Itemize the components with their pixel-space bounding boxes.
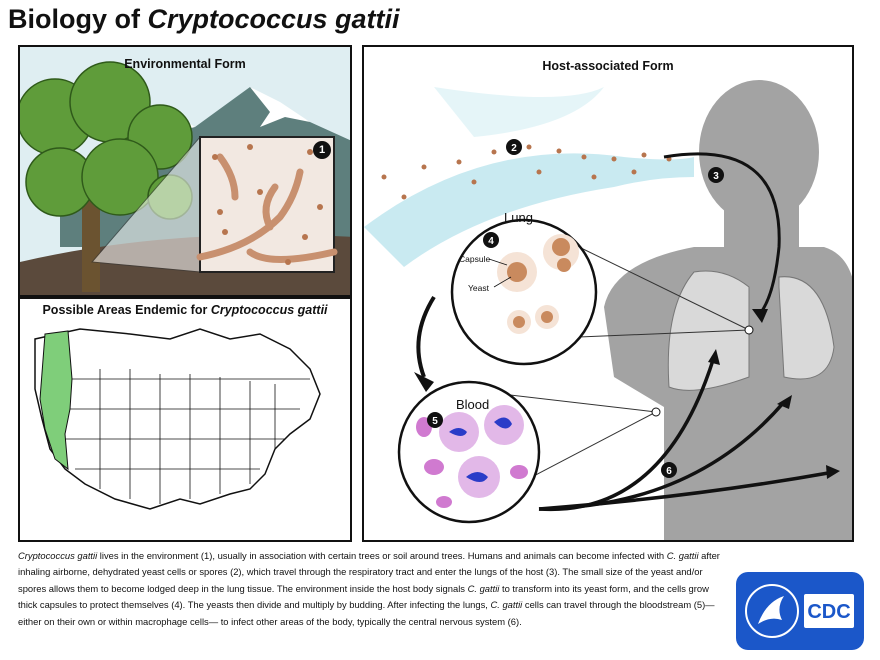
cdc-logo-text: CDC xyxy=(807,601,850,623)
map-title: Possible Areas Endemic for Cryptococcus … xyxy=(42,303,328,317)
caption-text: Cryptococcus gattii lives in the environ… xyxy=(18,550,720,627)
yeast-label: Yeast xyxy=(468,283,490,293)
airborne-spores xyxy=(381,144,672,200)
state-borders xyxy=(65,369,310,504)
cdc-logo: CDC xyxy=(736,572,864,650)
title-prefix: Biology of xyxy=(8,4,148,34)
airflow-stream xyxy=(364,153,694,267)
svg-text:6: 6 xyxy=(666,466,672,477)
step-4-badge: 4 xyxy=(483,232,499,248)
step-5-badge: 5 xyxy=(427,412,443,428)
dissemination-arrows xyxy=(538,356,835,512)
north-america-map xyxy=(34,328,321,510)
title-species: Cryptococcus gattii xyxy=(147,4,400,34)
capsule-label: Capsule xyxy=(459,254,490,264)
svg-text:2: 2 xyxy=(511,143,517,154)
step-6-badge: 6 xyxy=(661,462,677,478)
hhs-seal-icon xyxy=(745,584,799,638)
step-1-badge: 1 xyxy=(313,141,331,159)
lung-label: Lung xyxy=(504,210,533,225)
environmental-form-panel: Environmental Form xyxy=(18,45,352,297)
endemic-region xyxy=(39,330,73,471)
map-outline xyxy=(34,328,321,510)
yeast-cells xyxy=(497,234,579,334)
svg-text:4: 4 xyxy=(488,236,494,247)
step-3-badge: 3 xyxy=(708,167,724,183)
host-associated-panel: Lung Capsule Yeast Blood xyxy=(362,45,854,542)
host-illustration: Lung Capsule Yeast Blood xyxy=(364,80,852,540)
svg-text:3: 3 xyxy=(713,171,719,182)
environmental-illustration xyxy=(20,47,350,295)
blood-label: Blood xyxy=(456,397,489,412)
tree-trunk xyxy=(82,197,100,292)
page-title: Biology of Cryptococcus gattii xyxy=(8,4,400,35)
inhalation-arrow xyxy=(663,152,781,316)
endemic-map-panel: Possible Areas Endemic for Cryptococcus … xyxy=(18,297,352,542)
host-form-title: Host-associated Form xyxy=(542,59,674,73)
svg-text:5: 5 xyxy=(432,416,438,427)
step-2-badge: 2 xyxy=(506,139,522,155)
blood-cells xyxy=(416,405,528,508)
environmental-form-title: Environmental Form xyxy=(124,57,246,71)
spread-arrow xyxy=(416,295,436,378)
